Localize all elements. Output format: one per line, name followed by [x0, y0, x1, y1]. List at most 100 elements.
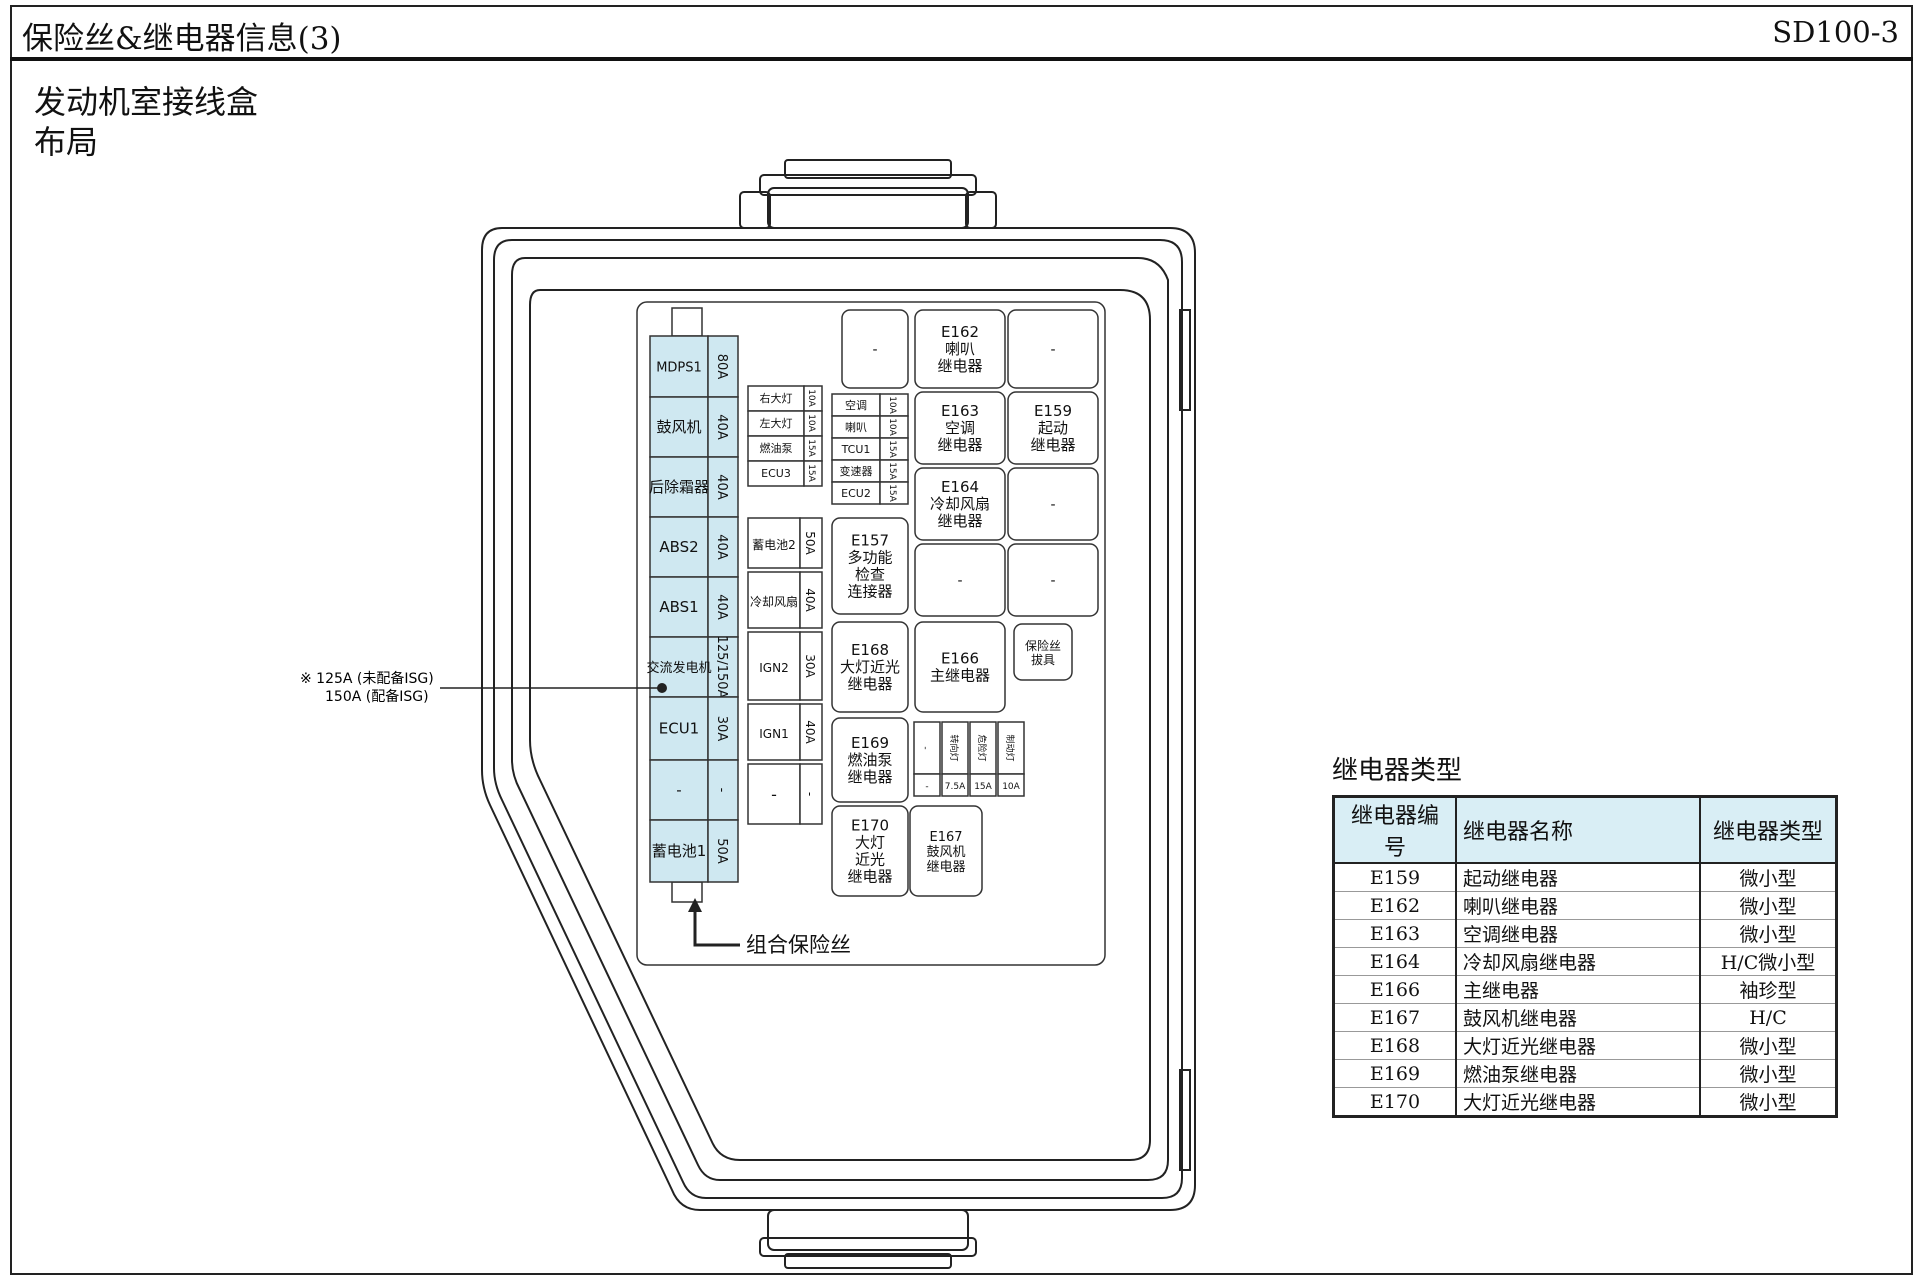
relay-type-cell: 微小型 [1699, 863, 1838, 892]
relay-dash-label-line: - [1050, 342, 1055, 358]
fuse-slot [649, 759, 709, 821]
relay-block: -E162喇叭继电器-E163空调继电器E159起动继电器E164冷却风扇继电器… [831, 309, 1099, 897]
relay-dash-label: - [1050, 573, 1055, 589]
housing-outline [481, 159, 1196, 1269]
fuse-label: 蓄电池1 [652, 842, 707, 860]
page-code: SD100-3 [1772, 15, 1899, 49]
mini-fuse [747, 410, 805, 437]
header-relay-name: 继电器名称 [1455, 795, 1701, 864]
mid-fuse [747, 517, 801, 569]
fuse-rating: 40A [714, 534, 729, 560]
fuse-rating: - [714, 788, 729, 793]
mid-fuse-label: 蓄电池2 [752, 538, 796, 552]
mini-fuse-rating: 15A [887, 440, 897, 458]
relay-e170-label-line: 继电器 [847, 868, 892, 886]
relay-e167-label-line: 继电器 [926, 860, 965, 875]
mini-fuse-rating: 10A [806, 389, 816, 407]
mini-fuse-rating: 15A [806, 464, 816, 482]
fuse-label: ABS2 [659, 538, 698, 556]
relay-code-cell: E162 [1332, 891, 1457, 920]
page-title: 保险丝&继电器信息(3) [22, 21, 342, 57]
page-header: 保险丝&继电器信息(3) SD100-3 [10, 5, 1913, 61]
relay-dash-box [914, 543, 1006, 617]
relay-e170-label-line: 近光 [855, 851, 885, 869]
relay-code-cell: E159 [1332, 863, 1457, 892]
mini-fuse-label: TCU1 [841, 443, 871, 456]
relay-e169-label-line: E169 [851, 734, 889, 752]
relay-e168-label-line: 大灯近光 [840, 658, 900, 676]
relay-e157-box [831, 517, 909, 615]
header-relay-code: 继电器编号 [1332, 795, 1457, 864]
relay-table-header-row: 继电器编号 继电器名称 继电器类型 [1332, 795, 1838, 864]
fuse-rating: 80A [714, 354, 729, 380]
fuse-slot [649, 696, 709, 761]
fuse-rating-slot [707, 696, 739, 761]
fuse-rating-slot [707, 636, 739, 698]
small-fuse [969, 721, 997, 775]
fuse-slot [649, 819, 709, 883]
relay-dash-label: - [1050, 342, 1055, 358]
mini-fuse-label: ECU2 [841, 487, 871, 500]
fuse-rating-slot [707, 516, 739, 578]
mid-fuse-rating: - [803, 792, 817, 796]
fuse-rating-slot [707, 456, 739, 518]
small-fuse-label: 危险灯 [976, 734, 988, 761]
relay-e159-box [1007, 391, 1099, 465]
relay-name-cell: 大灯近光继电器 [1455, 1087, 1701, 1117]
relay-e170-box [831, 805, 909, 897]
relay-e162-label-line: 继电器 [937, 357, 982, 375]
relay-dash-label-line: - [957, 573, 962, 589]
mid-fuse-rating-slot [799, 571, 823, 629]
relay-e157-label-line: E157 [851, 532, 889, 550]
relay-fuse_puller-box [1013, 623, 1073, 681]
mid-fuse-rating-slot [799, 517, 823, 569]
relay-e157-label-line: 检查 [855, 566, 885, 584]
mid-fuse-label: IGN2 [759, 661, 788, 675]
mid-fuse-rating-slot [799, 631, 823, 701]
relay-e159-label-line: 起动 [1038, 419, 1068, 437]
relay-e163-label-line: 继电器 [937, 436, 982, 454]
small-fuse-label: 制动灯 [1004, 734, 1016, 761]
relay-e164-label-line: 冷却风扇 [930, 495, 990, 513]
relay-dash-box [1007, 309, 1099, 389]
relay-type-cell: 微小型 [1699, 919, 1838, 948]
relay-e167-label-line: E167 [929, 830, 962, 845]
relay-e169-label-line: 燃油泵 [847, 751, 892, 769]
relay-e166-label-line: E166 [941, 650, 979, 668]
header-relay-type: 继电器类型 [1699, 795, 1838, 864]
small-fuse-rating-slot [913, 773, 941, 797]
relay-e167-box [909, 805, 983, 897]
relay-code-cell: E170 [1332, 1087, 1457, 1117]
relay-name-cell: 大灯近光继电器 [1455, 1031, 1701, 1060]
fuse-label: 交流发电机 [646, 660, 711, 676]
mini-fuse-label: 变速器 [840, 464, 873, 478]
relay-dash-label-line: - [1050, 573, 1055, 589]
fuse-rating: 125/150A [714, 636, 729, 699]
relay-type-cell: 微小型 [1699, 1059, 1838, 1088]
mini-fuse-label: 右大灯 [760, 391, 793, 405]
combo-fuse-callout: 组合保险丝 [688, 898, 851, 957]
relay-dash-label-line: - [1050, 497, 1055, 513]
fuse-rating: 30A [714, 716, 729, 742]
small-fuse-label: - [920, 746, 930, 749]
section-title: 发动机室接线盒 布局 [34, 82, 258, 162]
mid-fuse-label: 冷却风扇 [750, 594, 798, 609]
mid-fuse-rating-slot [799, 763, 823, 825]
fuse-label: ABS1 [659, 598, 698, 616]
relay-type-cell: 微小型 [1699, 1031, 1838, 1060]
relay-name-cell: 鼓风机继电器 [1455, 1003, 1701, 1032]
small-fuse-rating-slot [941, 773, 969, 797]
mini-fuse [747, 385, 805, 412]
